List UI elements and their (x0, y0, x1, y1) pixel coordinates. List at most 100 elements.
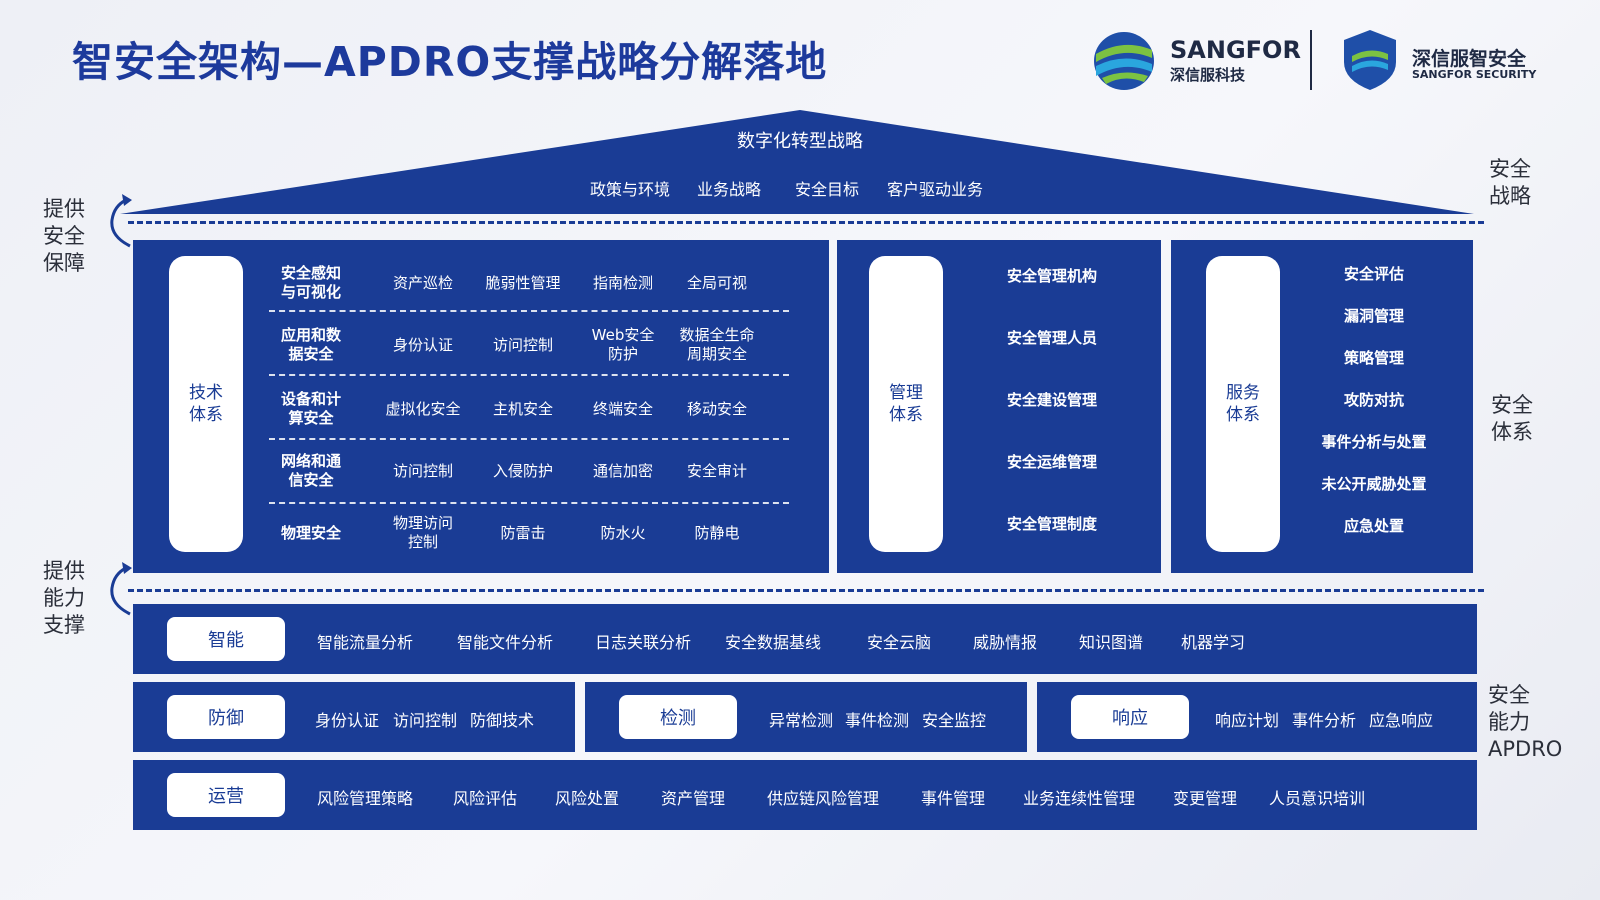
defense-item: 身份认证 (315, 711, 380, 730)
defense-item: 访问控制 (393, 711, 458, 730)
tech-item: 全局可视 (686, 273, 747, 292)
row-divider (269, 374, 789, 376)
tech-item: 数据全生命周期安全 (679, 326, 755, 363)
detect-block: 检测 异常检测 事件检测 安全监控 (585, 682, 1027, 752)
tech-row-head: 安全感知与可视化 (280, 264, 341, 301)
ops-label: 运营 (167, 773, 285, 817)
tech-item: 通信加密 (592, 461, 653, 480)
service-system-label: 服务体系 (1206, 256, 1280, 552)
ops-item: 风险管理策略 (317, 789, 414, 808)
respond-label: 响应 (1071, 695, 1189, 739)
tech-item: 身份认证 (392, 335, 453, 354)
intel-item: 日志关联分析 (595, 633, 692, 652)
tech-item: Web安全防护 (591, 326, 655, 363)
ops-item: 事件管理 (921, 789, 986, 808)
tech-item: 指南检测 (592, 273, 653, 292)
intel-item: 安全数据基线 (725, 633, 822, 652)
side-label-guarantee: 提供安全保障 (43, 197, 85, 275)
intel-item: 威胁情报 (973, 633, 1038, 652)
intel-item: 知识图谱 (1079, 633, 1144, 652)
tech-item: 终端安全 (592, 399, 653, 418)
defense-item: 防御技术 (470, 711, 535, 730)
row-divider (269, 310, 789, 312)
ops-item: 资产管理 (661, 789, 726, 808)
dashed-divider-bottom (128, 589, 1484, 592)
tech-item: 防水火 (600, 523, 646, 542)
logo-divider (1310, 30, 1312, 90)
roof-item: 安全目标 (795, 180, 860, 199)
mgmt-system-panel: 管理体系 安全管理机构 安全管理人员 安全建设管理 安全运维管理 安全管理制度 (837, 240, 1161, 573)
security-cn: 深信服智安全 (1412, 48, 1527, 70)
tech-item: 安全审计 (686, 461, 747, 480)
detect-item: 安全监控 (922, 711, 987, 730)
tech-item: 防静电 (694, 523, 740, 542)
sangfor-cn: 深信服科技 (1170, 66, 1246, 84)
side-label-support: 提供能力支撑 (43, 559, 85, 637)
roof-title: 数字化转型战略 (737, 131, 863, 152)
tech-item: 脆弱性管理 (485, 273, 561, 292)
intel-item: 机器学习 (1181, 633, 1246, 652)
tech-row-head: 应用和数据安全 (280, 326, 341, 363)
security-en: SANGFOR SECURITY (1412, 68, 1537, 81)
tech-row-head: 网络和通信安全 (280, 452, 341, 489)
row-divider (269, 502, 789, 504)
ops-item: 人员意识培训 (1269, 789, 1366, 808)
row-divider (269, 438, 789, 440)
side-label-system: 安全体系 (1491, 393, 1533, 444)
respond-item: 事件分析 (1292, 711, 1357, 730)
mgmt-item: 安全管理机构 (1006, 266, 1097, 285)
intel-item: 安全云脑 (867, 633, 932, 652)
mgmt-system-label: 管理体系 (869, 256, 943, 552)
intel-item: 智能流量分析 (317, 633, 414, 652)
tech-item: 防雷击 (500, 523, 546, 542)
sangfor-security-logo (1340, 28, 1400, 92)
ops-row: 运营 风险管理策略 风险评估 风险处置 资产管理 供应链风险管理 事件管理 业务… (133, 760, 1477, 830)
detect-label: 检测 (619, 695, 737, 739)
mgmt-item: 安全运维管理 (1006, 452, 1097, 471)
sangfor-en: SANGFOR (1170, 36, 1301, 64)
tech-item: 访问控制 (392, 461, 453, 480)
roof-item: 政策与环境 (590, 180, 671, 199)
service-item: 应急处置 (1343, 516, 1404, 535)
service-item: 未公开威胁处置 (1321, 474, 1427, 493)
tech-item: 虚拟化安全 (385, 399, 461, 418)
tech-item: 资产巡检 (392, 273, 453, 292)
respond-item: 应急响应 (1369, 711, 1434, 730)
tech-item: 访问控制 (492, 335, 553, 354)
respond-block: 响应 响应计划 事件分析 应急响应 (1037, 682, 1477, 752)
curved-arrow-icon (100, 560, 140, 616)
tech-row-head: 物理安全 (280, 523, 341, 542)
intel-row: 智能 智能流量分析 智能文件分析 日志关联分析 安全数据基线 安全云脑 威胁情报… (133, 604, 1477, 674)
curved-arrow-icon (100, 192, 140, 248)
tech-item: 物理访问控制 (392, 514, 453, 551)
service-item: 攻防对抗 (1343, 390, 1404, 409)
ops-item: 风险评估 (453, 789, 518, 808)
tech-system-label: 技术体系 (169, 256, 243, 552)
tech-item: 主机安全 (492, 399, 553, 418)
tech-system-panel: 技术体系 安全感知与可视化 资产巡检 脆弱性管理 指南检测 全局可视 应用和数据… (133, 240, 829, 573)
defense-label: 防御 (167, 695, 285, 739)
roof-item: 客户驱动业务 (887, 180, 984, 199)
mgmt-item: 安全管理人员 (1006, 328, 1097, 347)
strategy-roof (118, 108, 1478, 216)
respond-item: 响应计划 (1215, 711, 1280, 730)
intel-label: 智能 (167, 617, 285, 661)
ops-item: 供应链风险管理 (767, 789, 880, 808)
tech-item: 移动安全 (686, 399, 747, 418)
service-item: 安全评估 (1343, 264, 1404, 283)
page-title: 智安全架构—APDRO支撑战略分解落地 (72, 38, 828, 86)
intel-item: 智能文件分析 (457, 633, 554, 652)
roof-item: 业务战略 (697, 180, 762, 199)
service-item: 策略管理 (1343, 348, 1404, 367)
dashed-divider-top (128, 221, 1484, 224)
service-system-panel: 服务体系 安全评估 漏洞管理 策略管理 攻防对抗 事件分析与处置 未公开威胁处置… (1171, 240, 1473, 573)
mgmt-item: 安全建设管理 (1006, 390, 1097, 409)
mgmt-item: 安全管理制度 (1006, 514, 1097, 533)
tech-item: 入侵防护 (492, 461, 553, 480)
ops-item: 业务连续性管理 (1023, 789, 1136, 808)
side-label-strategy: 安全战略 (1489, 157, 1531, 208)
service-item: 漏洞管理 (1343, 306, 1404, 325)
sangfor-logo (1092, 30, 1156, 92)
detect-item: 异常检测 (769, 711, 834, 730)
